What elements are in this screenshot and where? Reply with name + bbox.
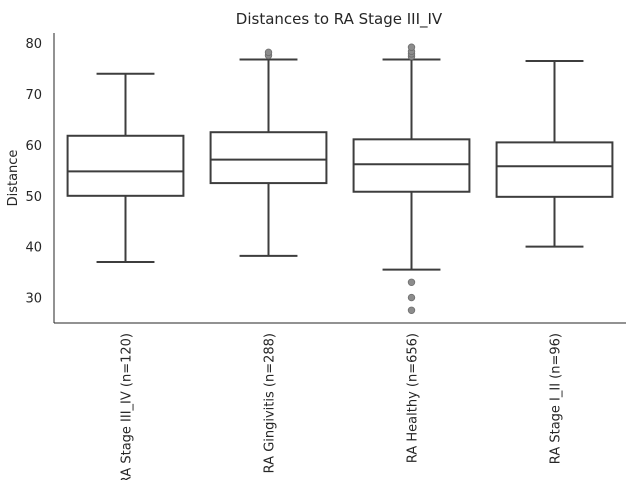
y-tick-label: 70 xyxy=(25,88,42,103)
outlier-point xyxy=(264,48,273,57)
box-group xyxy=(209,48,328,257)
y-tick-label: 50 xyxy=(25,190,42,205)
x-tick-label: RA Healthy (n=656) xyxy=(406,333,421,463)
y-axis-label: Distance xyxy=(6,150,21,207)
outlier-point xyxy=(407,43,416,51)
box-group xyxy=(66,72,185,263)
y-tick-label: 80 xyxy=(25,37,42,52)
x-tick-label: RA Gingivitis (n=288) xyxy=(263,333,278,473)
box-group xyxy=(352,43,471,314)
x-tick-label: RA Stage III_IV (n=120) xyxy=(120,333,135,480)
iqr-box xyxy=(209,131,328,185)
x-axis: RA Stage III_IV (n=120) RA Gingivitis (n=… xyxy=(120,333,564,480)
plot-area xyxy=(66,43,614,314)
iqr-box xyxy=(495,141,614,198)
y-tick-label: 60 xyxy=(25,139,42,154)
box-group xyxy=(495,59,614,248)
y-tick-label: 40 xyxy=(25,241,42,256)
outlier-point xyxy=(407,278,416,286)
y-tick-label: 30 xyxy=(25,292,42,307)
x-tick-label: RA Stage I_II (n=96) xyxy=(549,333,564,464)
outlier-point xyxy=(407,293,416,302)
chart-title: Distances to RA Stage III_IV xyxy=(236,10,443,29)
outlier-point xyxy=(407,306,416,314)
iqr-box xyxy=(66,134,185,197)
y-axis: 30 40 50 60 70 80 xyxy=(25,37,42,306)
iqr-box xyxy=(352,138,471,193)
